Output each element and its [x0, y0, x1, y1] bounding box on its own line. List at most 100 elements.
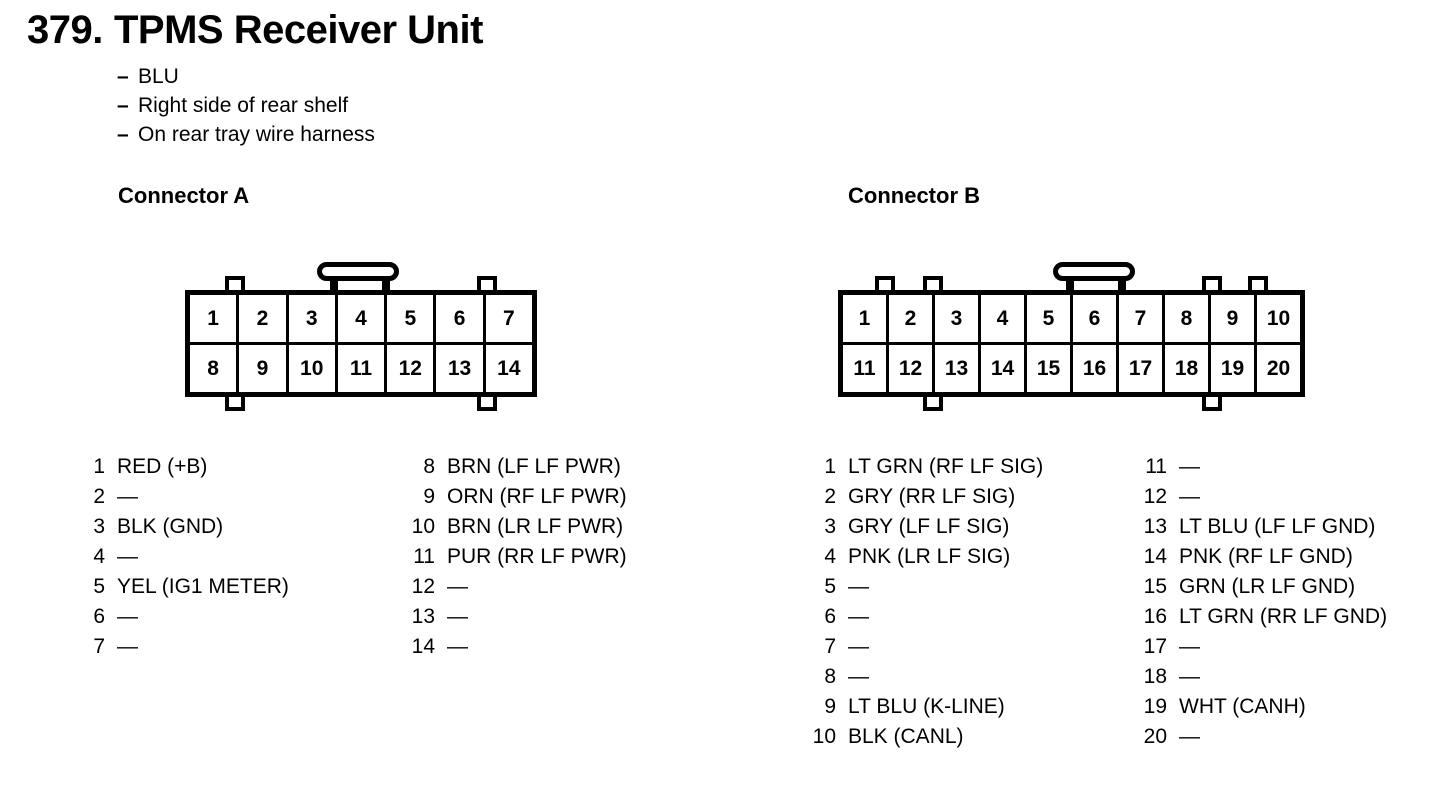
pin-label: —	[1179, 635, 1200, 658]
pin-number: 5	[93, 575, 105, 598]
pin-number: 15	[1143, 575, 1167, 598]
pin-label: BRN (LR LF PWR)	[447, 515, 624, 538]
pin-number: 2	[824, 485, 836, 508]
mount-tab	[923, 276, 943, 290]
pin-row: 13 LT BLU (LF LF GND)	[1127, 512, 1387, 542]
pin-label: —	[848, 575, 869, 598]
pin-row: 3 BLK (GND)	[65, 512, 289, 542]
pin-cell: 11	[337, 345, 385, 392]
detail-list: – BLU – Right side of rear shelf – On re…	[117, 62, 375, 149]
pin-cell: 4	[981, 295, 1024, 342]
pin-label: GRY (RR LF SIG)	[848, 485, 1016, 508]
pin-label: PNK (LR LF SIG)	[848, 545, 1011, 568]
pin-cell: 12	[387, 345, 434, 392]
pin-label: BLK (CANL)	[848, 725, 964, 748]
pin-row: 9 LT BLU (K-LINE)	[796, 692, 1043, 722]
pin-row: 18—	[1127, 662, 1387, 692]
mount-tab	[225, 397, 245, 411]
pin-row: 2—	[65, 482, 289, 512]
pin-cell: 7	[1119, 295, 1162, 342]
detail-item: – BLU	[117, 62, 375, 91]
pin-row: 13 —	[395, 602, 627, 632]
pin-label: —	[1179, 455, 1200, 478]
pin-row: 6—	[65, 602, 289, 632]
pin-number: 9	[824, 695, 836, 718]
pin-label: BLK (GND)	[117, 515, 224, 538]
mount-tab	[1248, 276, 1268, 290]
detail-text: On rear tray wire harness	[138, 122, 375, 146]
pin-label: YEL (IG1 METER)	[117, 575, 289, 598]
pin-number: 6	[824, 605, 836, 628]
pin-label: LT GRN (RF LF SIG)	[848, 455, 1044, 478]
pin-row: 10 BRN (LR LF PWR)	[395, 512, 627, 542]
pin-cell: 2	[889, 295, 932, 342]
pin-number: 13	[411, 605, 435, 628]
pin-label: —	[1179, 725, 1200, 748]
pin-cell: 10	[1257, 295, 1300, 342]
pin-cell: 9	[1211, 295, 1254, 342]
pin-number: 8	[423, 455, 435, 478]
pin-cell: 1	[190, 295, 237, 342]
detail-text: BLU	[138, 64, 179, 88]
pin-cell: 8	[190, 345, 237, 392]
pin-cell: 14	[981, 345, 1024, 392]
connector-b-heading: Connector B	[848, 183, 980, 208]
pin-number: 7	[93, 635, 105, 658]
pin-cell: 19	[1211, 345, 1254, 392]
pin-row: 2 GRY (RR LF SIG)	[796, 482, 1043, 512]
connector-b-pin-grid: 1 2 3 4 5 6 7 8 9 10 11 12 13 14 15 16 1…	[838, 290, 1305, 397]
detail-item: – Right side of rear shelf	[117, 91, 375, 120]
pin-number: 8	[824, 665, 836, 688]
latch-leg	[330, 278, 338, 290]
pin-label: LT GRN (RR LF GND)	[1179, 605, 1388, 628]
pin-number: 10	[411, 515, 435, 538]
pin-label: —	[117, 635, 138, 658]
pin-label: LT BLU (K-LINE)	[848, 695, 1005, 718]
pin-cell: 12	[889, 345, 932, 392]
pin-number: 7	[824, 635, 836, 658]
pin-number: 13	[1143, 515, 1167, 538]
pin-row: 5 YEL (IG1 METER)	[65, 572, 289, 602]
mount-tab	[225, 276, 245, 290]
pin-row: 7—	[796, 632, 1043, 662]
pin-number: 14	[411, 635, 435, 658]
pin-label: —	[848, 635, 869, 658]
pin-row: 12—	[395, 572, 627, 602]
pin-label: LT BLU (LF LF GND)	[1179, 515, 1376, 538]
mount-tab	[477, 276, 497, 290]
pin-number: 11	[1145, 455, 1167, 478]
connector-a-pin-grid: 1 2 3 4 5 6 7 8 9 10 11 12 13 14	[185, 290, 537, 397]
connector-latch	[317, 262, 399, 281]
pin-number: 3	[824, 515, 836, 538]
pin-number: 11	[413, 545, 435, 568]
pin-number: 3	[93, 515, 105, 538]
mount-tab	[923, 397, 943, 411]
mount-tab	[1202, 276, 1222, 290]
pin-cell: 16	[1073, 345, 1116, 392]
pin-cell: 9	[239, 345, 286, 392]
pin-label: —	[447, 605, 468, 628]
pin-row: 4—	[65, 542, 289, 572]
pin-row: 14—	[395, 632, 627, 662]
pin-row: 7—	[65, 632, 289, 662]
pin-cell: 10	[288, 345, 335, 392]
pin-cell: 11	[843, 345, 886, 392]
pin-number: 19	[1143, 695, 1167, 718]
connector-latch	[1053, 262, 1135, 281]
pin-cell: 13	[935, 345, 978, 392]
pin-label: —	[848, 665, 869, 688]
pin-cell: 5	[1027, 295, 1070, 342]
bullet-dash: –	[117, 64, 129, 88]
